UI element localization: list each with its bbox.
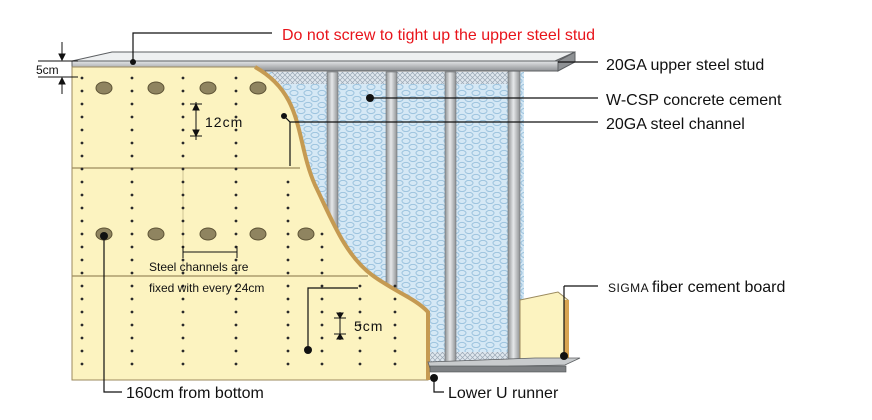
fiber-cement-board [71,65,430,381]
dim-5cm-label: 5cm [354,318,383,334]
lower-u-runner-label: Lower U runner [448,385,559,402]
dim-top-label: 5cm [36,63,59,77]
height-from-bottom-label: 160cm from bottom [126,385,264,402]
lower-u-runner [427,357,581,373]
leader-end-dots [100,59,568,382]
leader-lines [103,32,598,393]
screw-holes [95,81,315,241]
channel-spacing-marker [182,246,238,258]
dim-top-5cm [38,42,78,94]
upper-steel-stud [71,51,576,72]
fastener-dots [80,76,397,366]
steel-channels-note-line1: Steel channels are [149,260,249,274]
dim-5cm-marker [334,312,346,340]
sigma-brand-label: SIGMA [608,281,649,295]
steel-channel-label: 20GA steel channel [606,116,745,133]
fiber-cement-board-label: fiber cement board [652,279,785,296]
concrete-cement-label: W-CSP concrete cement [606,92,782,109]
upper-steel-stud-label: 20GA upper steel stud [606,57,764,74]
warning-label: Do not screw to tight up the upper steel… [282,27,595,44]
dim-12cm-label: 12cm [205,114,243,130]
right-board-segment [519,291,569,363]
dim-12cm-marker [190,102,202,140]
steel-channels-note-line2: fixed with every 24cm [149,281,264,295]
